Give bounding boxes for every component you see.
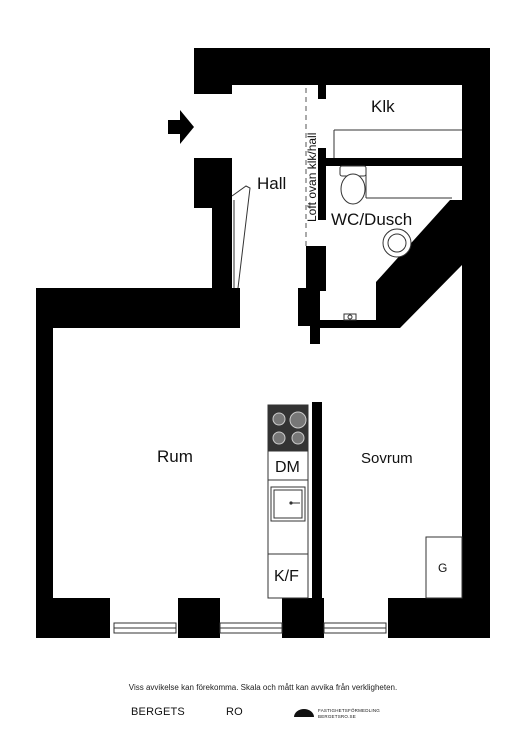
agency-logo-icon: FASTIGHETSFÖRMEDLING BERGETSRO.SE xyxy=(294,707,380,719)
agency-line-2: BERGETSRO.SE xyxy=(318,714,356,719)
wall-diagonal xyxy=(376,200,462,328)
wall-stub xyxy=(310,326,320,344)
wall-lower-top xyxy=(36,288,240,328)
faucet-icon xyxy=(343,313,357,321)
wall-right xyxy=(462,48,490,638)
windows xyxy=(113,622,387,634)
klk-counter xyxy=(333,129,462,158)
wc-counter xyxy=(365,168,452,199)
hall-closet xyxy=(231,185,251,289)
wall-bottom-b xyxy=(178,598,220,638)
wall-sovrum-divider xyxy=(312,402,322,598)
wall-bottom-c xyxy=(282,598,324,638)
agency-line-1: FASTIGHETSFÖRMEDLING xyxy=(318,707,380,713)
fixture-label-kf: K/F xyxy=(274,568,299,585)
fixture-label-g: G xyxy=(438,561,447,575)
toilet-icon xyxy=(339,165,367,205)
wall-klk-left xyxy=(318,85,326,99)
room-label-rum: Rum xyxy=(157,447,193,466)
wall-bottom-a xyxy=(36,598,110,638)
disclaimer: Viss avvikelse kan förekomma. Skala och … xyxy=(128,683,398,692)
wall-wc-left-c xyxy=(298,288,320,326)
wall-top xyxy=(194,48,490,85)
room-label-sovrum: Sovrum xyxy=(361,450,413,467)
room-label-wc: WC/Dusch xyxy=(331,210,412,229)
wall-wc-bottom xyxy=(310,320,380,328)
logo-agency: FASTIGHETSFÖRMEDLING BERGETSRO.SE xyxy=(292,703,402,725)
wall-upper-left-a xyxy=(194,48,232,94)
logo-bergets: BERGETS xyxy=(131,706,185,718)
burner-icons xyxy=(272,411,307,445)
entrance-arrow-icon xyxy=(168,110,194,144)
wall-bottom-d xyxy=(388,598,490,638)
wall-lower-left xyxy=(36,288,53,638)
wall-wc-left-a xyxy=(318,148,326,220)
fixture-label-dm: DM xyxy=(275,459,300,476)
wall-upper-left-c xyxy=(212,158,232,288)
kitchenette xyxy=(267,404,309,599)
wall-klk-wc xyxy=(324,158,462,166)
room-label-hall: Hall xyxy=(257,174,286,193)
room-label-loft: Loft ovan klk/hall xyxy=(305,133,319,222)
logo-ro: RO xyxy=(226,706,243,718)
walls xyxy=(36,48,490,638)
stove-icon xyxy=(268,405,308,451)
wardrobe-g xyxy=(425,536,463,599)
wall-wc-left-b xyxy=(306,246,326,291)
sink-wc-icon xyxy=(382,228,412,258)
room-label-klk: Klk xyxy=(371,97,395,116)
